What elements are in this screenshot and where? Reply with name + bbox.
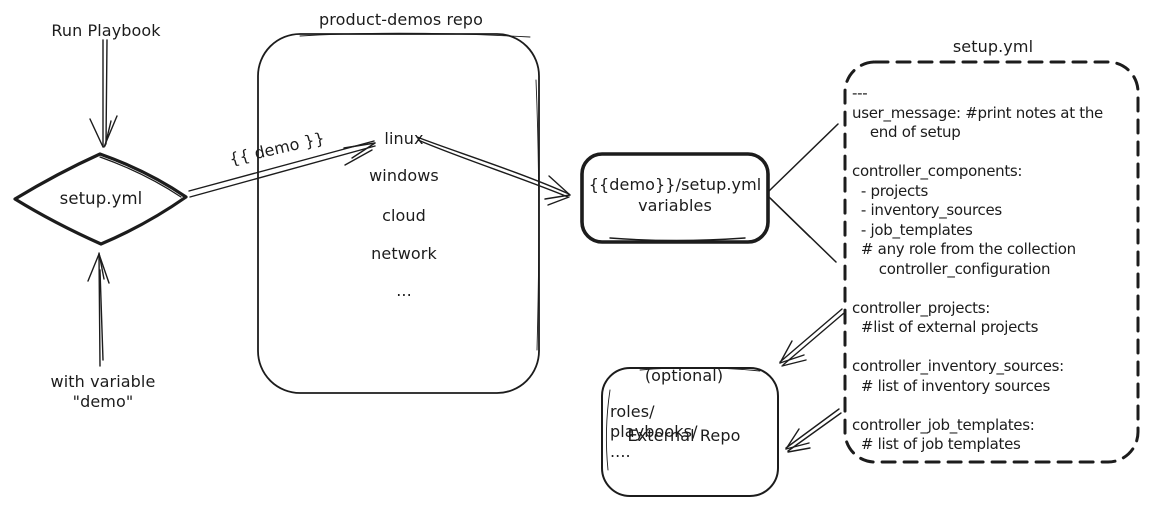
product-demos-repo-shape — [257, 32, 540, 394]
repo-item-linux: linux — [384, 129, 424, 148]
linux-to-variables-arrow — [416, 136, 571, 206]
with-variable-arrow — [87, 252, 110, 367]
setup-diamond-label: setup.yml — [59, 189, 143, 208]
setup-diamond-shape — [13, 152, 188, 246]
run-playbook-label: Run Playbook — [51, 21, 161, 40]
with-variable-note: with variable "demo" — [50, 372, 156, 411]
run-playbook-arrow — [89, 39, 118, 148]
external-repo-note: (optional) — [644, 366, 724, 385]
repo-item-ellipsis: ... — [396, 281, 412, 300]
external-repo-title-text: External Repo — [627, 426, 741, 445]
external-repo-content: roles/ playbooks/ .... — [610, 402, 698, 461]
variables-box-shape — [580, 152, 770, 244]
variables-box-label: {{demo}}/setup.yml variables — [588, 175, 762, 215]
job-templates-to-external-repo-arrow — [785, 408, 842, 453]
external-repo-shape — [601, 367, 779, 497]
projects-to-external-repo-arrow — [779, 308, 845, 367]
repo-item-windows: windows — [369, 166, 439, 185]
product-demos-repo-title: product-demos repo — [319, 10, 483, 29]
setup-yml-file-content: --- user_message: #print notes at the en… — [852, 84, 1103, 453]
demo-arrow — [188, 140, 376, 198]
variables-to-setupyml-lines — [768, 123, 839, 263]
setup-yml-file-title: setup.yml — [952, 37, 1034, 56]
external-repo-title: (optional) External Repo — [594, 326, 774, 486]
repo-item-network: network — [371, 244, 437, 263]
repo-item-cloud: cloud — [382, 206, 426, 225]
setup-yml-dashed-box-shape — [843, 60, 1140, 464]
